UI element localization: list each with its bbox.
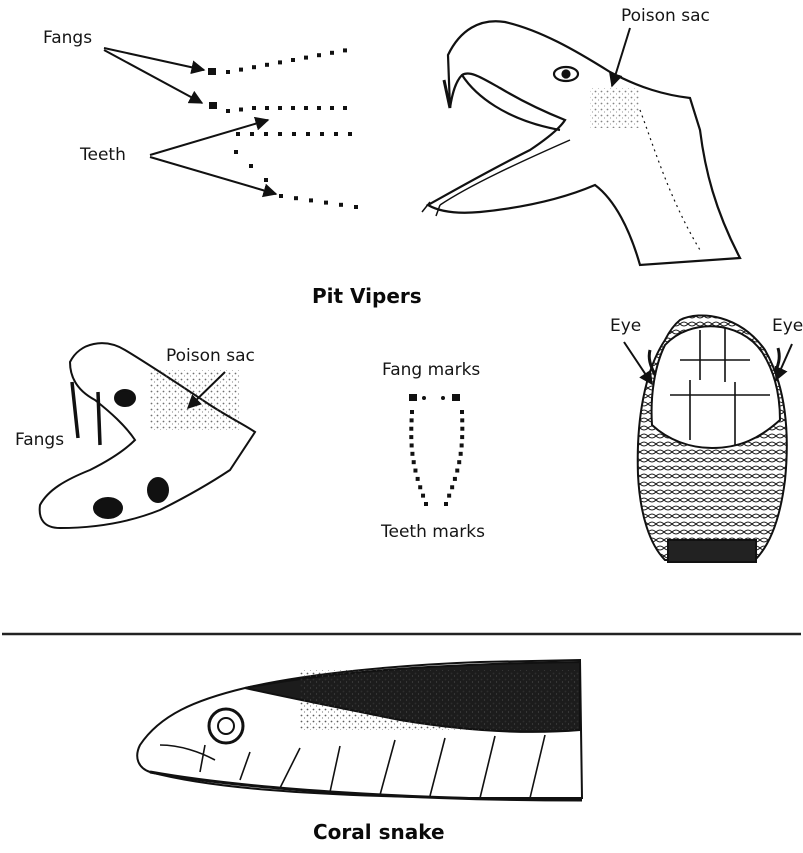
bite-marks-diagram [409,394,464,506]
tooth-dot [279,194,283,198]
fangs-label-mid: Fangs [15,430,64,450]
tooth-dot [239,108,243,112]
teeth-mark-dot [447,494,451,498]
pit-viper-skull-drawing [40,343,255,528]
teeth-mark-dot [421,494,425,498]
tooth-dot [278,60,282,64]
teeth-mark-dot [418,485,422,489]
tooth-dot [249,164,253,168]
tooth-dot [239,68,243,72]
tooth-dot [317,106,321,110]
teeth-label: Teeth [80,145,126,165]
teeth-mark-dot [460,410,464,414]
tooth-dot [226,70,230,74]
tooth-dot [252,65,256,69]
teeth-mark-dot [410,443,414,447]
tooth-dot [334,132,338,136]
teeth-mark-dot [459,452,463,456]
tooth-dot [264,132,268,136]
tooth-dot [234,150,238,154]
tooth-dot [250,132,254,136]
tooth-dot [320,132,324,136]
tooth-dot [265,63,269,67]
poison-sac-label-top: Poison sac [621,6,710,26]
teeth-mark-dot [413,469,417,473]
teeth-mark-dot [460,435,464,439]
teeth-mark-dot [460,443,464,447]
teeth-mark-dot [410,410,414,414]
coral-snake-caption: Coral snake [313,820,445,844]
tooth-dot [317,53,321,57]
coral-snake-head-drawing [137,660,582,800]
tooth-dot [330,106,334,110]
teeth-mark-dot [409,435,413,439]
teeth-mark-dot [460,427,464,431]
teeth-mark-dot [416,477,420,481]
tooth-dot [291,106,295,110]
tooth-dot [348,132,352,136]
tooth-dot [226,109,230,113]
teeth-mark-dot [410,418,414,422]
bite-pattern-dots-top [208,48,358,209]
teeth-mark-dot [412,460,416,464]
tooth-dot [330,51,334,55]
tooth-dot [265,106,269,110]
tooth-dot [252,106,256,110]
pit-viper-head-open-mouth-drawing [422,21,740,265]
teeth-marks-label: Teeth marks [381,522,485,542]
tooth-dot [343,48,347,52]
tooth-dot [339,203,343,207]
tooth-dot [304,56,308,60]
pit-vipers-caption: Pit Vipers [312,284,422,308]
fangs-label-top: Fangs [43,28,92,48]
teeth-mark-dot [460,418,464,422]
eye-label-right: Eye [772,316,803,336]
teeth-mark-dot [450,485,454,489]
teeth-mark-dot [455,469,459,473]
teeth-mark-dot [444,502,448,506]
tooth-dot [291,58,295,62]
tooth-dot [292,132,296,136]
teeth-mark-dot [457,460,461,464]
tooth-dot [264,178,268,182]
teeth-mark-dot [424,502,428,506]
eye-label-left: Eye [610,316,641,336]
poison-sac-label-mid: Poison sac [166,346,255,366]
tooth-dot [306,132,310,136]
tooth-dot [309,198,313,202]
teeth-mark-dot [409,427,413,431]
tooth-dot [343,106,347,110]
tooth-dot [324,201,328,205]
tooth-dot [278,132,282,136]
tooth-dot [294,196,298,200]
teeth-arrows [150,120,276,194]
tooth-dot [354,205,358,209]
tooth-dot [236,132,240,136]
tooth-dot [278,106,282,110]
pit-viper-head-top-view-drawing [638,315,787,562]
teeth-mark-dot [410,452,414,456]
tooth-dot [304,106,308,110]
fang-arrows [104,48,204,103]
fang-marks-label: Fang marks [382,360,480,380]
teeth-mark-dot [453,477,457,481]
